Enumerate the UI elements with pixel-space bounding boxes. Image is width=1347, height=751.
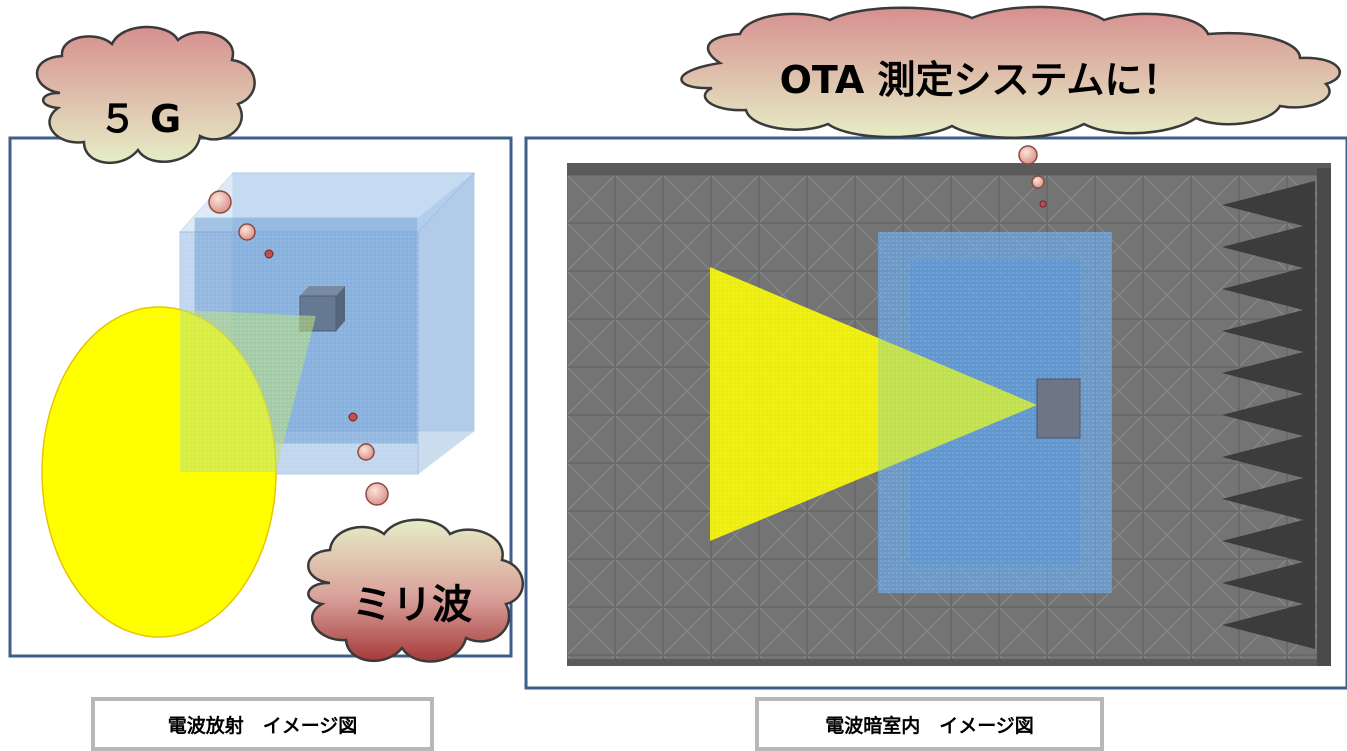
left-caption-box: 電波放射 イメージ図 <box>91 697 434 751</box>
thought-bubble-large <box>1018 145 1038 165</box>
thought-bubble-medium <box>238 223 256 241</box>
chamber-device-under-test <box>1036 378 1081 439</box>
absorber-cones <box>1222 181 1315 649</box>
device-under-test <box>299 286 345 332</box>
thought-bubble-small <box>348 412 358 422</box>
chamber-beam-texture <box>710 267 1037 541</box>
thought-bubble-large <box>208 190 232 214</box>
right-caption-text: 電波暗室内 イメージ図 <box>825 714 1034 737</box>
cloud-5g: ５ G <box>35 25 256 164</box>
thought-bubble-medium <box>357 443 375 461</box>
cloud-5g-label: ５ G <box>99 97 181 141</box>
beam-cone-texture <box>180 310 316 472</box>
cloud-ota: OTA 測定システムに！ <box>680 5 1341 139</box>
thought-bubble-small <box>264 249 274 259</box>
cloud-millimeter-wave-label: ミリ波 <box>352 582 472 628</box>
cloud-millimeter-wave: ミリ波 <box>307 518 524 663</box>
thought-bubble-medium <box>1031 175 1045 189</box>
right-caption-box: 電波暗室内 イメージ図 <box>755 697 1104 751</box>
thought-bubble-large <box>365 482 389 506</box>
thought-bubble-small <box>1039 200 1047 208</box>
cloud-ota-label: OTA 測定システムに！ <box>780 58 1181 102</box>
left-caption-text: 電波放射 イメージ図 <box>167 714 358 737</box>
